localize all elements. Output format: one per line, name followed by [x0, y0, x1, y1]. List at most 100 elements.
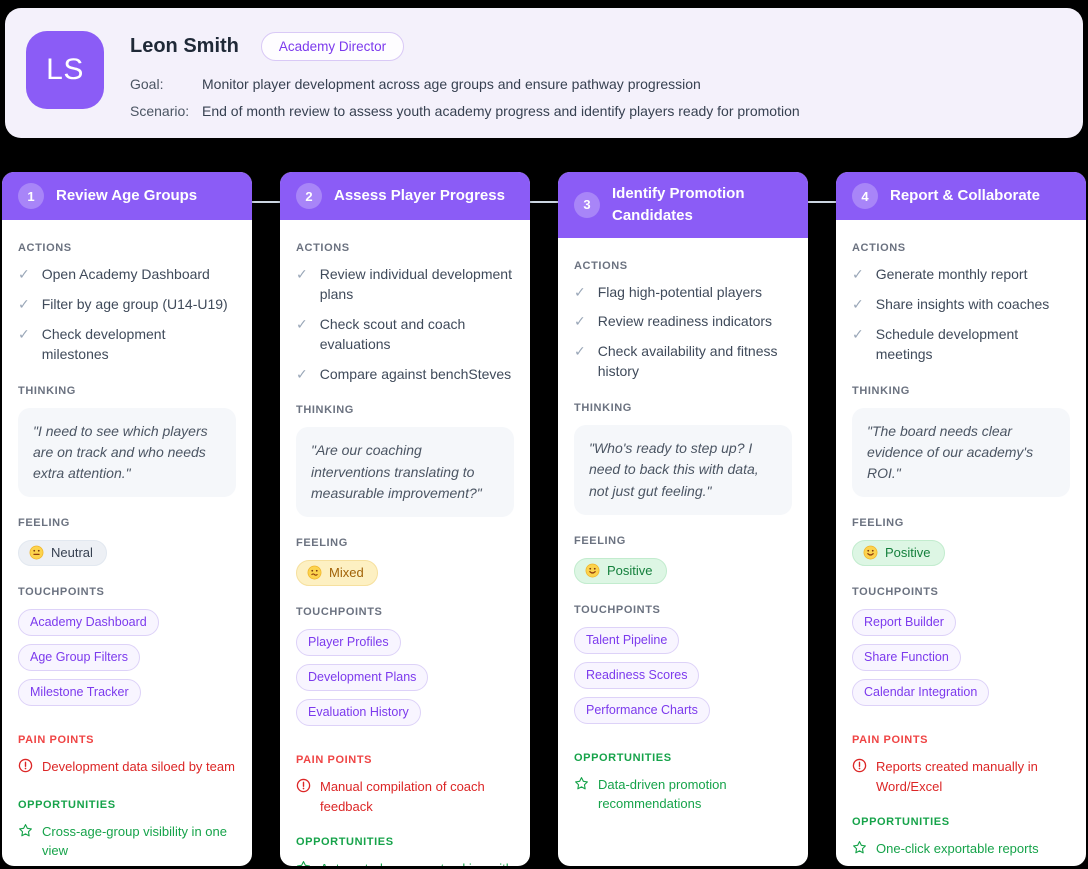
- touchpoint-chip: Performance Charts: [574, 696, 710, 724]
- star-icon: [852, 840, 867, 861]
- stage-body: ACTIONS ✓Flag high-potential players ✓ Revi…: [558, 238, 808, 838]
- pain-point-item: Reports created manually in Word/Excel: [852, 757, 1070, 796]
- stage-connector-line: [122, 201, 966, 203]
- alert-circle-icon: [296, 778, 311, 816]
- persona-card: LS Leon Smith Academy Director Goal: Mon…: [5, 8, 1083, 138]
- thinking-section-label: THINKING: [296, 404, 354, 417]
- opportunity-text: Automated progress tracking with trends: [320, 859, 514, 866]
- stage-body: ACTIONS✓Generate monthly report✓Share in…: [836, 220, 1086, 866]
- goal-text: Monitor player development across age gr…: [202, 76, 701, 92]
- check-icon: ✓: [18, 295, 30, 312]
- persona-name: Leon Smith: [130, 35, 239, 57]
- check-icon: ✓: [574, 313, 586, 330]
- scenario-row: Scenario: End of month review to assess …: [130, 101, 1059, 121]
- pain-point-item: Development data siloed by team: [18, 757, 236, 779]
- feeling-section-label: FEELING: [18, 517, 70, 530]
- actions-section-label: ACTIONS: [852, 242, 906, 254]
- stage-number-badge: 2: [296, 183, 322, 209]
- touchpoints-section-label: TOUCHPOINTS: [574, 603, 661, 616]
- pain-points-section-label: PAIN POINTS: [18, 734, 95, 747]
- opportunities-section-label: OPPORTUNITIES: [296, 836, 394, 849]
- check-icon: ✓: [296, 315, 308, 332]
- pain-point-text: Manual compilation of coach feedback: [320, 779, 485, 814]
- feeling-badge: Neutral: [18, 540, 107, 567]
- action-text: Review individual development plans: [319, 266, 512, 302]
- stage-number-badge: 4: [852, 183, 878, 209]
- pain-point-item: Manual compilation of coach feedback: [296, 777, 514, 816]
- pain-point-text: Reports created manually in Word/Excel: [876, 759, 1038, 794]
- feeling-emoji-icon: [585, 563, 600, 578]
- pain-points-section-label: PAIN POINTS: [296, 754, 373, 767]
- alert-circle-icon: [852, 758, 867, 796]
- opportunity-item: Data-driven promotion recommendations: [574, 775, 792, 814]
- feeling-emoji-icon: [29, 545, 44, 560]
- action-text: Open Academy Dashboard: [41, 266, 210, 282]
- touchpoint-chip: Readiness Scores: [574, 661, 700, 689]
- feeling-section-label: FEELING: [296, 537, 348, 550]
- feeling-emoji-icon: [307, 565, 322, 580]
- feeling-section-label: FEELING: [574, 534, 626, 547]
- role-badge: Academy Director: [260, 32, 405, 61]
- stage-title: Identify Promotion Candidates: [612, 185, 745, 224]
- stage-card: 2 Assess Player Progress ACTIONS✓Review …: [280, 172, 530, 866]
- feeling-label: Mixed: [329, 565, 364, 581]
- stage-number-badge: 3: [574, 191, 600, 218]
- stage-header: 2 Assess Player Progress: [280, 172, 530, 220]
- touchpoint-chip: Milestone Tracker: [18, 679, 141, 707]
- action-text: Share insights with coaches: [875, 295, 1050, 312]
- actions-section-label: ACTIONS: [18, 242, 72, 254]
- touchpoint-chip: Report Builder: [852, 609, 956, 637]
- touchpoints-section-label: TOUCHPOINTS: [852, 586, 939, 599]
- star-icon: [18, 823, 33, 861]
- opportunity-text: Data-driven promotion recommendations: [598, 776, 727, 812]
- check-icon: ✓: [18, 266, 30, 282]
- touchpoint-chip: Academy Dashboard: [18, 609, 159, 637]
- thinking-quote: "Who's ready to step up? I need to back …: [574, 425, 792, 515]
- touchpoint-chip: Evaluation History: [296, 699, 421, 727]
- action-text: Review readiness indicators: [597, 313, 773, 330]
- feeling-section-label: FEELING: [852, 517, 904, 530]
- feeling-label: Positive: [607, 562, 653, 578]
- stage-body: ACTIONS✓Review individual development pl…: [280, 220, 530, 866]
- thinking-section-label: THINKING: [852, 384, 910, 397]
- action-text: Compare against benchSteves: [319, 365, 512, 382]
- action-item: ✓ Open Academy Dashboard: [18, 265, 236, 285]
- touchpoint-chip: Share Function: [852, 644, 961, 672]
- star-icon: [296, 860, 311, 866]
- thinking-quote: "The board needs clear evidence of our a…: [852, 407, 1070, 498]
- goal-row: Goal: Monitor player development across …: [130, 74, 1059, 94]
- action-item: ✓Generate monthly report: [852, 265, 1070, 285]
- goal-label: Goal:: [130, 76, 164, 92]
- action-text: Check availability and fitness history: [597, 343, 778, 380]
- action-item: ✓ Review individual development plans: [296, 265, 514, 305]
- thinking-section-label: THINKING: [18, 384, 76, 397]
- action-item: ✓Flag high-potential players: [574, 283, 792, 303]
- stage-title: Report & Collaborate: [890, 187, 1041, 205]
- touchpoint-chip: Development Plans: [296, 664, 429, 692]
- touchpoints-section-label: TOUCHPOINTS: [18, 586, 105, 599]
- check-icon: ✓: [18, 325, 30, 342]
- touchpoint-chip: Talent Pipeline: [574, 626, 680, 654]
- check-icon: ✓: [296, 266, 308, 282]
- check-icon: ✓: [852, 266, 864, 282]
- opportunity-item: Automated progress tracking with trends: [296, 859, 514, 866]
- stage-title: Review Age Groups: [56, 187, 198, 205]
- opportunities-section-label: OPPORTUNITIES: [18, 798, 116, 811]
- action-text: Check development milestones: [41, 325, 166, 362]
- actions-section-label: ACTIONS: [574, 259, 628, 272]
- opportunities-section-label: OPPORTUNITIES: [574, 751, 672, 764]
- check-icon: ✓: [296, 365, 308, 382]
- feeling-label: Neutral: [51, 545, 93, 561]
- action-text: Flag high-potential players: [597, 283, 762, 300]
- opportunity-text: Cross-age-group visibility in one view: [42, 823, 227, 859]
- pain-points-section-label: PAIN POINTS: [852, 734, 929, 747]
- stage-header: 4 Report & Collaborate: [836, 172, 1086, 220]
- thinking-quote: "Are our coaching interventions translat…: [296, 427, 514, 518]
- avatar: LS: [26, 31, 104, 109]
- feeling-badge: Mixed: [296, 560, 378, 587]
- check-icon: ✓: [852, 295, 864, 312]
- persona-info: Leon Smith Academy Director Goal: Monito…: [130, 31, 1059, 129]
